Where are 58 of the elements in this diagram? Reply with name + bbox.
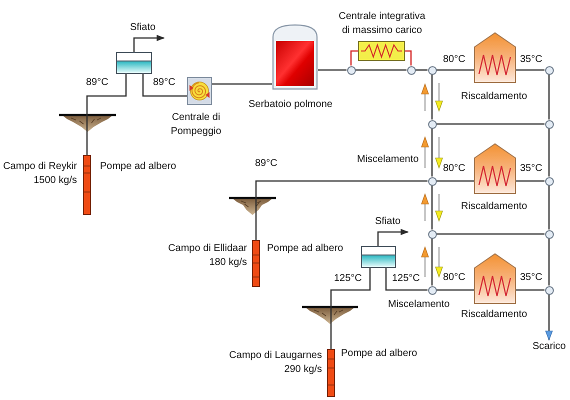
pipe-line	[516, 289, 544, 291]
flow-arrow	[545, 294, 553, 340]
pipe-line	[436, 180, 474, 182]
pipe-line	[416, 69, 428, 71]
pipe-line	[516, 180, 544, 182]
vent-label: Sfiato	[130, 21, 156, 35]
pipe-line	[318, 69, 346, 71]
well-field-label: Campo di Laugarnes 290 kg/s	[228, 349, 322, 377]
well-field-label: Campo di Reykir 1500 kg/s	[2, 160, 77, 188]
temperature-label: 125°C	[334, 272, 362, 286]
pipe-line	[436, 289, 474, 291]
temperature-label: 80°C	[443, 162, 466, 176]
vent-label: Sfiato	[375, 215, 401, 229]
temperature-label: 125°C	[392, 272, 420, 286]
flow-arrow	[133, 35, 164, 52]
pipe-line	[436, 69, 474, 71]
heating-label: Riscaldamento	[461, 90, 528, 104]
pipe-line	[431, 128, 433, 176]
pipe-line	[330, 268, 371, 349]
temperature-label: 89°C	[255, 157, 278, 171]
pipe-line	[385, 268, 428, 291]
temperature-label: 35°C	[520, 271, 542, 285]
pipe-line	[436, 123, 544, 125]
pipe-line	[431, 186, 433, 230]
mixing-label: Miscelamento	[388, 298, 450, 312]
pipe-line	[142, 74, 187, 97]
heating-label: Riscaldamento	[461, 200, 528, 214]
pipe-line	[405, 50, 412, 66]
outlet-label: Scarico	[532, 340, 566, 354]
pipe-line	[255, 180, 428, 240]
well-field-label: Campo di Ellidaar 180 kg/s	[167, 242, 247, 270]
heating-label: Riscaldamento	[461, 308, 528, 322]
pipe-line	[436, 233, 544, 235]
mixing-label: Miscelamento	[357, 153, 419, 167]
pipe-line	[548, 74, 550, 120]
pipe-line	[548, 128, 550, 176]
pipe-line	[356, 69, 406, 71]
temperature-label: 35°C	[520, 162, 542, 176]
pipe-line	[350, 50, 358, 66]
tank-label: Serbatoio polmone	[248, 98, 332, 112]
pipe-line	[516, 69, 544, 71]
pump-label: Pompe ad albero	[100, 160, 176, 174]
temperature-label: 80°C	[443, 53, 466, 67]
pipe-line	[86, 74, 127, 155]
station-label: Centrale integrativa di massimo carico	[338, 10, 426, 38]
temperature-label: 89°C	[153, 76, 176, 90]
flow-arrow	[377, 229, 408, 246]
temperature-label: 89°C	[86, 76, 108, 90]
pipe-line	[431, 238, 433, 286]
pipe-line	[431, 74, 433, 120]
pump-label: Pompe ad albero	[341, 347, 418, 361]
pump-label: Pompe ad albero	[267, 242, 344, 256]
pipe-line	[548, 238, 550, 286]
temperature-label: 35°C	[520, 53, 542, 67]
pipe-line	[548, 186, 550, 230]
pipe-line	[212, 83, 272, 85]
temperature-label: 80°C	[443, 271, 466, 285]
station-label: Centrale di Pompeggio	[170, 111, 222, 139]
